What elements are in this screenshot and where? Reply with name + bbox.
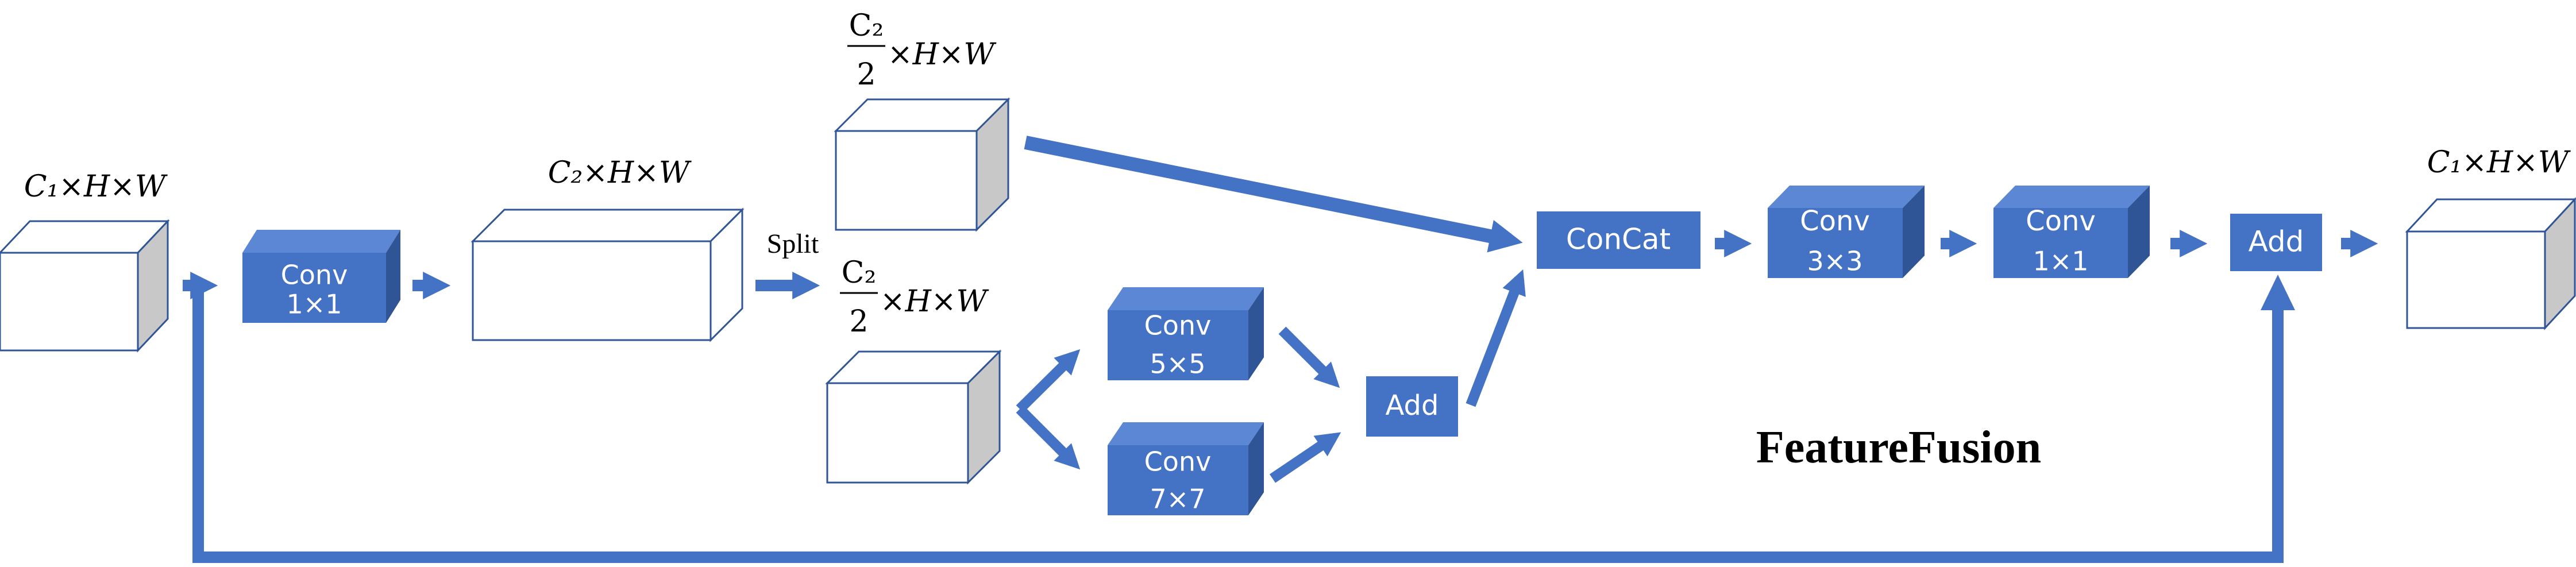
output-dims-label: C₁×H×W [2427,145,2571,180]
conv1x1-label: Conv [281,260,348,291]
inner-add-label: Add [1386,389,1439,422]
input-feature-box [0,219,170,353]
concat-block [1537,211,1700,269]
conv7x7-label: Conv [1144,446,1212,477]
lower-branch-feature-box [825,349,1002,485]
input-dims-label: C₁×H×W [24,169,168,204]
arrow-fork-to-conv7 [1016,405,1081,470]
conv-output-dims-label: C₂×H×W [548,156,692,190]
skip-connection-arrowhead [2261,275,2295,310]
arrow-upper-to-concat [1024,136,1523,253]
svg-text:2: 2 [849,304,868,339]
arrow-fork-to-conv5 [1016,349,1081,413]
arrow-conv7-to-add [1269,432,1341,483]
arrow-add-to-concat [1466,269,1526,407]
skip-connection-line [192,284,2284,563]
upper-branch-feature-box [834,97,1011,232]
conv1x1-second-label: Conv [2026,205,2096,237]
conv3x3-block [1768,186,1925,278]
conv3x3-label: Conv [1800,205,1870,237]
conv1x1-second-kernel-label: 1×1 [2033,246,2088,277]
output-feature-box [2405,197,2576,330]
upper-branch-dims-label: C₂ 2 ×H×W [847,9,996,92]
diagram-title: FeatureFusion [1756,422,2041,473]
final-add-block [2230,214,2322,271]
svg-text:×H×W: ×H×W [880,284,989,319]
conv1x1-block [242,230,400,323]
conv5x5-kernel-label: 5×5 [1150,349,1205,380]
svg-text:C₂: C₂ [849,9,884,43]
conv1x1-kernel-label: 1×1 [286,289,342,320]
conv7x7-block [1108,422,1264,515]
conv3x3-kernel-label: 3×3 [1807,246,1862,277]
conv5x5-block [1108,287,1264,380]
svg-text:C₂: C₂ [842,256,877,290]
svg-text:2: 2 [857,57,876,92]
conv1x1-second-block [1993,186,2150,278]
split-label: Split [767,229,819,259]
arrow-conv5-to-add [1278,326,1340,388]
inner-add-block [1366,376,1458,437]
conv-output-feature-box [471,207,745,342]
lower-branch-dims-label: C₂ 2 ×H×W [840,256,989,339]
concat-label: ConCat [1566,223,1671,256]
final-add-label: Add [2249,225,2304,259]
conv5x5-label: Conv [1144,310,1212,341]
conv7x7-kernel-label: 7×7 [1150,484,1205,515]
svg-text:×H×W: ×H×W [888,37,996,72]
